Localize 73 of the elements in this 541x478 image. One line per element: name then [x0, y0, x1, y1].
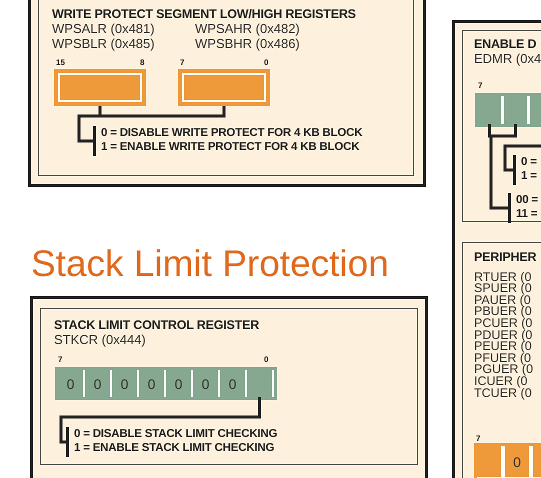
bit-number: 0	[264, 58, 268, 67]
bit-value: 0	[66, 376, 74, 392]
register-panel	[462, 242, 541, 478]
description-text: 11 =	[516, 207, 538, 221]
register-name: RTUER (0	[474, 270, 532, 283]
bit-number: 7	[58, 355, 62, 364]
description-text: 1 = ENABLE STACK LIMIT CHECKING	[74, 441, 276, 455]
register-name: PAUER (0	[474, 294, 531, 306]
bit-cell	[220, 370, 245, 397]
bit-cell	[247, 370, 272, 397]
section-title: Stack Limit Protection	[31, 244, 389, 284]
bit-value: 0	[94, 376, 102, 392]
bracket-line	[490, 124, 517, 210]
register-name: PEUER (0	[474, 340, 532, 352]
bit-number: 7	[476, 434, 480, 443]
bit-description	[508, 193, 541, 223]
bit-cell	[530, 96, 541, 124]
bit-cell	[193, 370, 218, 397]
bit-value: 0	[202, 376, 210, 392]
register-panel	[38, 0, 414, 176]
bit-cell	[58, 370, 83, 397]
register-field	[178, 69, 270, 106]
register-name: WPSBHR (0x486)	[195, 37, 300, 51]
bit-cell	[504, 96, 527, 124]
panel-heading: WRITE PROTECT SEGMENT LOW/HIGH REGISTERS	[52, 7, 356, 21]
register-field	[55, 367, 277, 400]
description-text: 00 =	[516, 193, 539, 207]
bit-value: 0	[174, 376, 182, 392]
register-name: ICUER (0	[474, 375, 528, 387]
bit-cell	[112, 370, 137, 397]
bracket-line	[60, 397, 261, 444]
register-name: PGUER (0	[474, 363, 534, 376]
register-name: WPSBLR (0x485)	[52, 37, 155, 51]
bit-number: 8	[140, 58, 144, 67]
register-name: WPSAHR (0x482)	[195, 22, 300, 36]
description-text: 0 = DISABLE STACK LIMIT CHECKING	[74, 427, 278, 441]
register-name: PFUER (0	[474, 352, 531, 364]
description-text: 1 = ENABLE WRITE PROTECT FOR 4 KB BLOCK	[101, 140, 360, 154]
register-panel	[40, 308, 418, 465]
panel-heading: STACK LIMIT CONTROL REGISTER	[54, 318, 260, 332]
panel-heading: PERIPHER	[474, 250, 536, 264]
register-name: STKCR (0x444)	[54, 333, 146, 347]
register-name: SPUER (0	[474, 282, 532, 294]
register-name: EDMR (0x4	[474, 52, 541, 66]
panel-heading: ENABLE D	[474, 37, 536, 51]
register-field	[475, 93, 541, 127]
register-name: PDUER (0	[474, 328, 532, 341]
bit-value: 0	[148, 376, 156, 392]
bit-value: 0	[120, 376, 128, 392]
bit-cell	[478, 96, 501, 124]
bit-value: 0	[228, 376, 236, 392]
bit-cell	[85, 370, 110, 397]
register-name: PCUER (0	[474, 317, 532, 329]
bit-number: 0	[264, 355, 268, 364]
bit-number: 7	[478, 81, 482, 90]
register-name: WPSALR (0x481)	[52, 22, 155, 36]
register-name: TCUER (0	[474, 386, 532, 399]
register-panel	[462, 30, 541, 222]
description-text: 0 = DISABLE WRITE PROTECT FOR 4 KB BLOCK	[101, 126, 364, 140]
register-field	[474, 443, 541, 478]
bit-value: 0	[513, 454, 521, 470]
bit-cell	[139, 370, 164, 397]
bit-number: 7	[180, 58, 184, 67]
register-name: PBUER (0	[474, 305, 532, 318]
description-text: 0 =	[521, 155, 538, 169]
bit-cell	[477, 446, 501, 477]
bit-cell	[533, 446, 541, 477]
bit-cell	[505, 446, 529, 477]
bit-cell	[166, 370, 191, 397]
register-field	[54, 69, 146, 106]
bracket-line	[504, 144, 541, 172]
description-text: 1 =	[521, 169, 538, 183]
bit-number: 15	[56, 58, 65, 67]
